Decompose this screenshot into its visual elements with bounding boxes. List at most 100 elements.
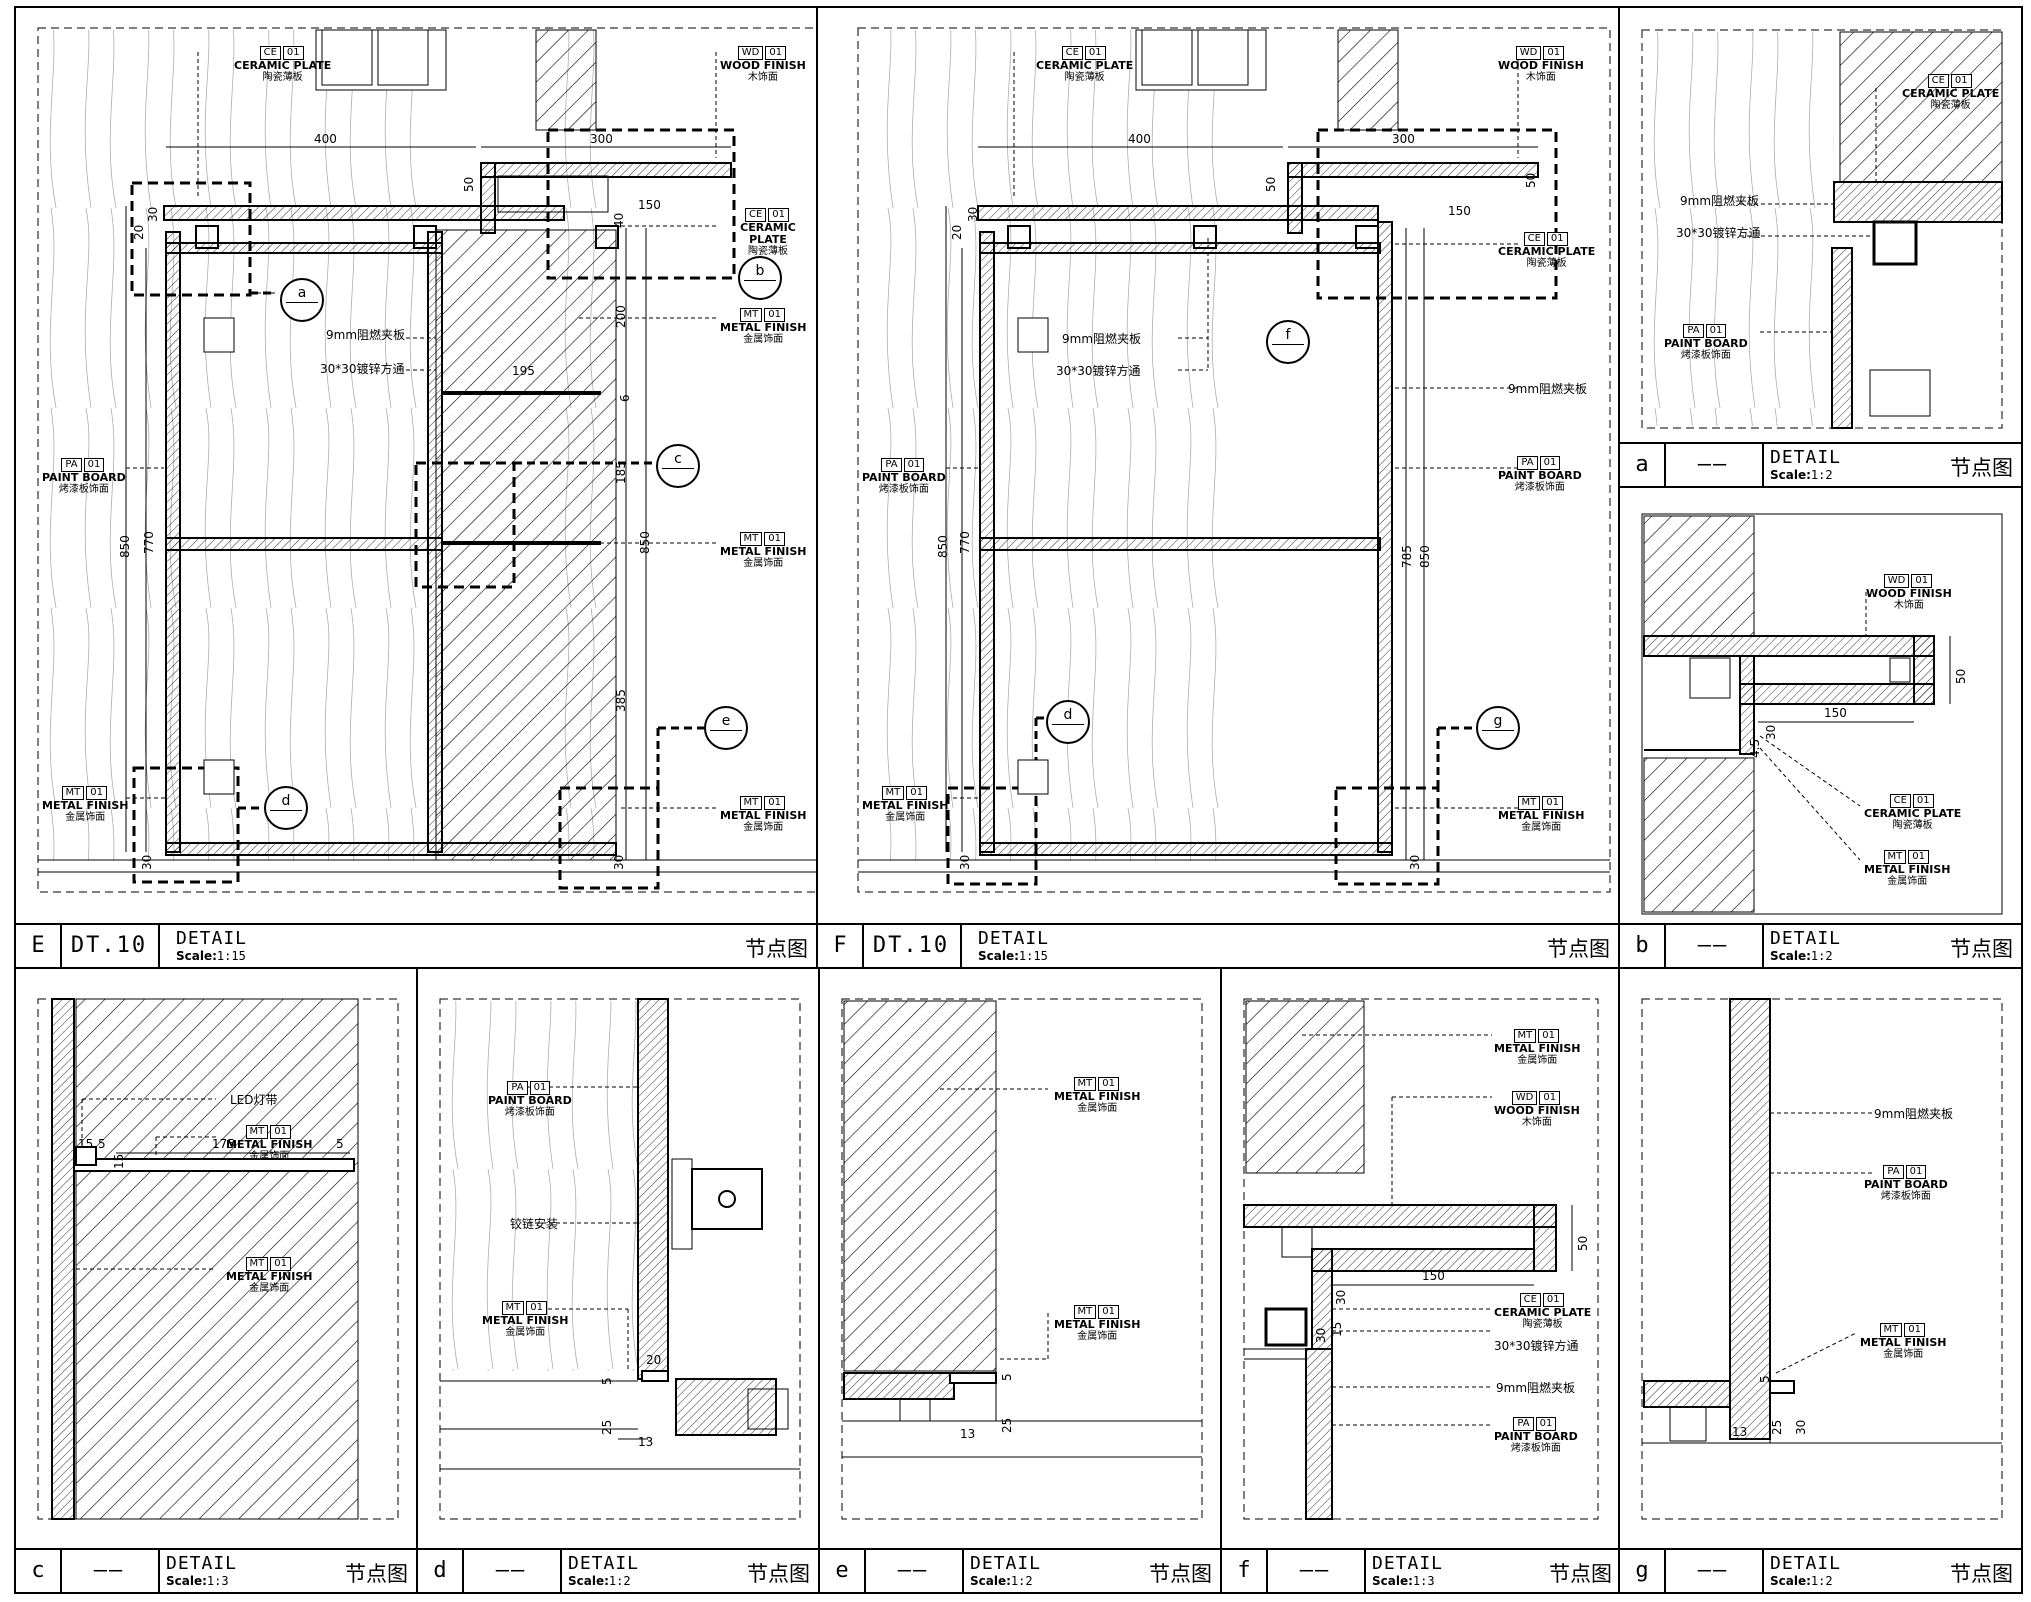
callout-bubble[interactable]: b — [738, 256, 782, 300]
title-block-a: a —— DETAIL Scale:1:2 节点图 — [1620, 442, 2021, 486]
panel-cn-title: 节点图 — [1549, 1562, 1612, 1586]
dim-label: 385 — [614, 689, 628, 712]
callout-bubble[interactable]: g — [1476, 706, 1520, 750]
dim-label: 195 — [512, 364, 535, 378]
panel-cn-title: 节点图 — [747, 1562, 810, 1586]
title-block-f: f —— DETAIL Scale:1:3 节点图 — [1222, 1548, 1620, 1592]
dim-label: 150 — [1422, 1269, 1445, 1283]
panel-cn-title: 节点图 — [745, 937, 808, 961]
panel-title: DETAIL — [166, 1553, 238, 1574]
callout-bubble[interactable]: a — [280, 278, 324, 322]
title-block-E: E DT.10 DETAIL Scale:1:15 节点图 — [16, 923, 816, 967]
dim-label: 6 — [618, 394, 632, 402]
panel-scale: Scale:1:2 — [1770, 468, 1833, 482]
dim-label: 150 — [638, 198, 661, 212]
panel-code: —— — [1664, 444, 1764, 486]
dim-label: 400 — [314, 132, 337, 146]
dim-label: 30 — [958, 854, 972, 870]
panel-d-drawing — [439, 998, 801, 1520]
panel-letter: g — [1620, 1550, 1666, 1592]
dim-label: 30 — [1334, 1289, 1348, 1305]
dim-label: 15 — [1330, 1321, 1344, 1337]
dim-label: 850 — [638, 531, 652, 554]
dim-label: 50 — [1576, 1235, 1590, 1251]
title-block-b: b —— DETAIL Scale:1:2 节点图 — [1620, 923, 2021, 967]
panel-title: DETAIL — [978, 928, 1050, 949]
dim-label: 185 — [614, 461, 628, 484]
dim-label: 25 — [1770, 1419, 1784, 1435]
dim-label: 850 — [936, 535, 950, 558]
dim-label: 200 — [614, 305, 628, 328]
dim-label: 5 — [336, 1137, 344, 1151]
panel-code: DT.10 — [60, 925, 160, 967]
panel-E-drawing — [37, 27, 816, 893]
note-plywood: 9mm阻燃夹板 — [1062, 332, 1142, 346]
dim-label: 25 — [1000, 1417, 1014, 1433]
panel-letter: E — [16, 925, 62, 967]
dim-label: 300 — [590, 132, 613, 146]
dim-label: 20 — [646, 1353, 662, 1367]
panel-g-drawing — [1641, 998, 2003, 1520]
dim-label: 5 — [1758, 1375, 1772, 1383]
dim-label: 50 — [1264, 176, 1278, 192]
panel-letter: a — [1620, 444, 1666, 486]
callout-bubble[interactable]: e — [704, 706, 748, 750]
dim-label: 30 — [1314, 1327, 1328, 1343]
panel-scale: Scale:1:2 — [970, 1574, 1033, 1588]
panel-c-drawing — [37, 998, 399, 1520]
dim-label: 30 — [140, 854, 154, 870]
panel-code: DT.10 — [862, 925, 962, 967]
note-plywood: 9mm阻燃夹板 — [326, 328, 406, 342]
dim-label: 15 — [78, 1137, 94, 1151]
title-block-F: F DT.10 DETAIL Scale:1:15 节点图 — [818, 923, 1618, 967]
panel-title: DETAIL — [1770, 928, 1842, 949]
panel-f-drawing — [1243, 998, 1599, 1520]
dim-label: 150 — [1824, 706, 1847, 720]
dim-label: 13 — [638, 1435, 654, 1449]
panel-code: —— — [864, 1550, 964, 1592]
callout-bubble[interactable]: c — [656, 444, 700, 488]
panel-scale: Scale:1:2 — [1770, 1574, 1833, 1588]
panel-cn-title: 节点图 — [345, 1562, 408, 1586]
panel-title: DETAIL — [568, 1553, 640, 1574]
panel-title: DETAIL — [1372, 1553, 1444, 1574]
dim-label: 4.5 — [1748, 738, 1762, 758]
dim-label: 5 — [600, 1377, 614, 1385]
callout-bubble[interactable]: d — [1046, 700, 1090, 744]
panel-cn-title: 节点图 — [1950, 1562, 2013, 1586]
note-led: LED灯带 — [230, 1093, 278, 1107]
panel-cn-title: 节点图 — [1149, 1562, 1212, 1586]
panel-letter: b — [1620, 925, 1666, 967]
panel-code: —— — [1266, 1550, 1366, 1592]
panel-code: —— — [1664, 925, 1764, 967]
callout-bubble[interactable]: f — [1266, 320, 1310, 364]
panel-letter: e — [820, 1550, 866, 1592]
dim-label: 850 — [118, 535, 132, 558]
dim-label: 50 — [1954, 668, 1968, 684]
callout-bubble[interactable]: d — [264, 786, 308, 830]
dim-label: 20 — [132, 224, 146, 240]
